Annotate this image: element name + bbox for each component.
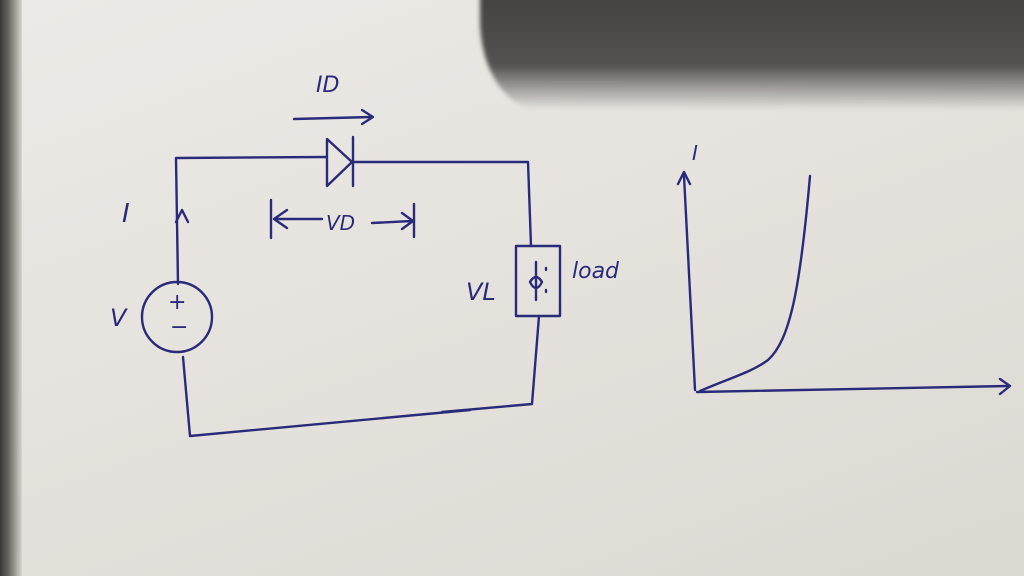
voltage-source-circle [140,280,214,354]
load-element-mark [528,260,548,302]
source-current-label: I [122,199,130,229]
wire-top-right [351,160,533,248]
diode-voltage-span [269,198,416,240]
diode-current-arrow [292,108,375,126]
diode-iv-curve [698,174,812,393]
diode-voltage-label: VD [326,211,355,235]
diode-current-label: ID [316,73,339,98]
wire-right-bottom [440,314,541,414]
current-arrow-left [174,208,190,224]
diode-symbol [325,135,355,188]
graph-y-axis [682,174,697,392]
source-plus-sign: + [168,290,186,315]
load-voltage-label: VL [466,278,496,306]
source-minus-sign: − [170,315,188,340]
circuit-diagram [140,108,562,438]
iv-characteristic-graph [676,170,1012,396]
page-binding-shadow [0,0,22,576]
graph-y-axis-arrowhead [676,170,692,186]
wire-left-top [174,155,328,286]
graph-y-axis-label: I [692,141,698,165]
load-label: load [572,259,620,284]
source-voltage-label: V [110,304,128,332]
graph-x-axis [695,384,1010,394]
wire-bottom [181,355,472,438]
overhead-shadow [480,0,1024,110]
graph-x-axis-arrowhead [998,377,1012,396]
load-box [514,244,562,318]
